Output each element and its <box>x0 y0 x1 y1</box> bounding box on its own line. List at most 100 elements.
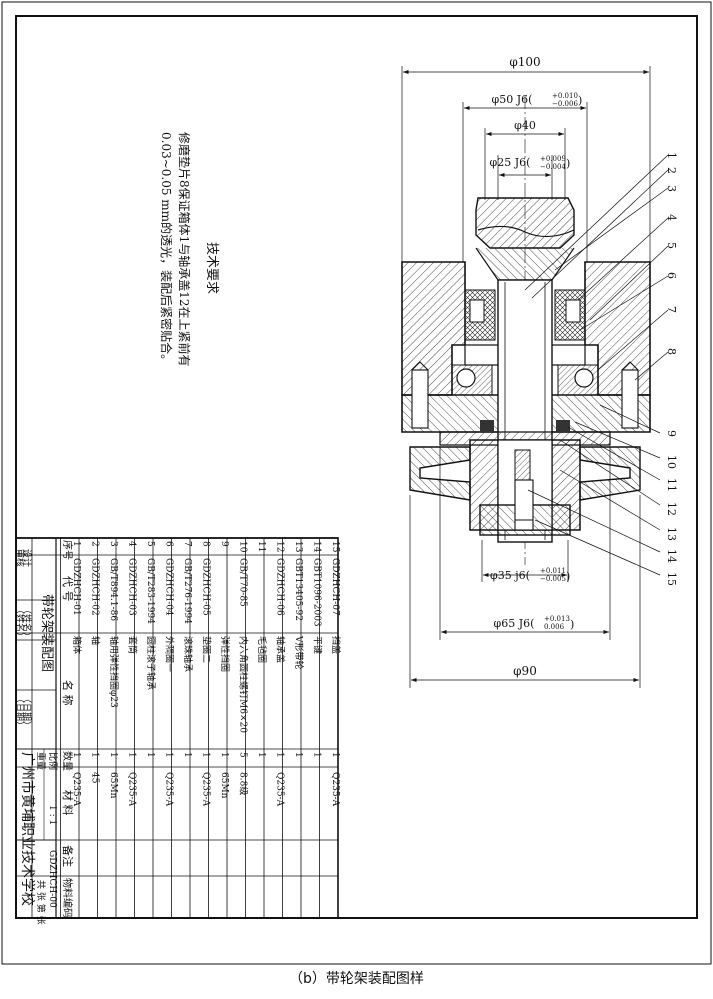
bom-cell-name: V形带轮 <box>293 635 305 670</box>
bom-cell-qty: 1 <box>256 752 266 758</box>
balloon-8: 8 <box>665 348 678 355</box>
bom-cell-code: GB/T894.1-86 <box>108 558 118 621</box>
bom-rows: 15GDZHCH-07挡盖1Q235-A14GBT1096-2003平键113G… <box>71 541 342 807</box>
balloon-15: 15 <box>665 572 678 586</box>
bom-cell-seq: 3 <box>108 541 118 547</box>
bom-header: 序号 代 号 名 称 数量 材 料 备注 <box>61 540 75 867</box>
bom-cell-material: 65Mn <box>219 772 229 799</box>
sheet-count: 共 张 第 张 <box>35 880 47 925</box>
dim-d65: φ65 J6( <box>494 617 535 630</box>
svg-text:): ) <box>578 94 582 107</box>
bom-cell-name: 平键 <box>311 636 323 654</box>
scale-label: 比例 <box>47 752 59 770</box>
balloon-14: 14 <box>665 549 678 563</box>
bom-cell-qty: 1 <box>311 752 321 758</box>
bom-cell-qty: 1 <box>145 752 155 758</box>
bom-cell-name: 挡盖 <box>330 636 342 654</box>
bom-cell-material: Q235-A <box>274 772 284 807</box>
bom-cell-seq: 5 <box>145 541 155 547</box>
bom-cell-name: 弹性挡圈 <box>219 636 231 672</box>
balloon-4: 4 <box>665 214 678 221</box>
bom-header-note: 备注 <box>61 845 75 867</box>
bom-cell-code: GBT13405-92 <box>293 558 303 621</box>
svg-text:): ) <box>566 157 570 170</box>
designer-label: 设计 <box>21 549 33 567</box>
dim-d65-lower: 0.006 <box>544 623 565 631</box>
checker-name: （姓名） <box>14 605 26 641</box>
svg-text:): ) <box>566 570 570 583</box>
bom-cell-qty: 1 <box>219 752 229 758</box>
bom-cell-code: GDZHCH-04 <box>163 558 173 616</box>
bom-header-name: 名 称 <box>61 680 75 706</box>
bom-cell-material: Q235-A <box>330 772 340 807</box>
bom-cell-code: GDZHCH-07 <box>330 558 340 616</box>
dim-d25-upper: +0.009 <box>540 155 566 163</box>
scale-value: 1 : 1 <box>47 805 57 825</box>
bom-table <box>15 537 339 919</box>
dim-d35-upper: +0.011 <box>540 567 566 575</box>
bom-cell-qty: 1 <box>293 752 303 758</box>
dim-d25-lower: −0.004 <box>540 163 566 171</box>
checker-label: 审核 <box>14 549 26 567</box>
bom-cell-code: GB/T283-1994 <box>145 558 155 624</box>
bom-cell-qty: 1 <box>330 752 340 758</box>
bom-cell-name: 轴用弹性挡圈φ23 <box>108 636 120 708</box>
bom-cell-seq: 2 <box>89 541 99 547</box>
dim-d50-upper: +0.010 <box>552 92 578 100</box>
balloon-13: 13 <box>665 527 678 541</box>
balloon-12: 12 <box>665 502 678 516</box>
bom-cell-qty: 1 <box>71 752 81 758</box>
balloon-2: 2 <box>665 167 678 174</box>
bom-cell-name: 轴 <box>89 636 101 645</box>
bom-header-code: 代 号 <box>61 576 74 602</box>
bom-cell-material: 65Mn <box>108 772 118 799</box>
balloon-1: 1 <box>665 152 678 159</box>
bom-cell-code: GBT1096-2003 <box>311 558 321 627</box>
bom-cell-name: 箱体 <box>71 636 83 654</box>
bom-cell-material: 45 <box>89 772 99 784</box>
tech-req-line2: 0.03~0.05 mm的透光，装配后紧密贴合。 <box>159 132 174 366</box>
bom-cell-seq: 10 <box>237 541 247 553</box>
figure-caption: （b）带轮架装配图样 <box>289 971 424 987</box>
balloon-10: 10 <box>665 455 678 469</box>
bom-cell-code: GDZHCH-01 <box>71 558 81 616</box>
dim-d50: φ50 J6( <box>492 93 533 106</box>
bom-cell-name: 内六角圆柱螺钉M6×20 <box>237 636 249 733</box>
inner-border <box>15 15 698 919</box>
school-name: 广州市黄埔职业技术学校 <box>19 752 36 906</box>
balloon-7: 7 <box>665 306 678 313</box>
bom-cell-code: GDZHCH-02 <box>89 558 99 616</box>
technical-requirements: 技术要求 修磨垫片8保证箱体1与轴承盖12在上紧前有 0.03~0.05 mm的… <box>159 132 219 367</box>
bom-cell-qty: 5 <box>237 752 247 758</box>
bom-cell-seq: 4 <box>126 541 136 547</box>
bom-cell-qty: 1 <box>163 752 173 758</box>
bom-cell-seq: 15 <box>330 541 340 553</box>
bom-header-material: 材 料 <box>61 790 75 816</box>
bom-cell-qty: 1 <box>182 752 192 758</box>
drawing-view <box>401 66 669 688</box>
dim-d90: φ90 <box>513 664 537 678</box>
bom-cell-seq: 8 <box>200 541 210 547</box>
bom-cell-code: GB/T70-85 <box>237 558 247 607</box>
tech-req-title: 技术要求 <box>204 242 219 294</box>
bom-cell-seq: 9 <box>219 541 229 547</box>
bom-cell-name: 垫圈二 <box>200 636 212 663</box>
bom-cell-qty: 1 <box>126 752 136 758</box>
checker-date: （日期） <box>14 694 25 730</box>
balloon-9: 9 <box>665 430 678 437</box>
bom-cell-material: 8.8级 <box>237 772 249 795</box>
designer-name: （姓名） <box>21 605 33 641</box>
title-block: 带轮架装配图 设计 审核 （姓名） （姓名） （日期） （日期） 比例 重量 1… <box>14 549 74 925</box>
bom-cell-code: GDZHCH-03 <box>126 558 136 616</box>
bom-header-qty: 数量 <box>61 751 74 771</box>
bom-cell-material: Q235-A <box>200 772 210 807</box>
bom-cell-name: 套筒 <box>126 636 138 654</box>
balloon-6: 6 <box>665 272 678 279</box>
bom-cell-qty: 1 <box>274 752 284 758</box>
dim-d100: φ100 <box>509 55 540 69</box>
bom-cell-code: GB/T276-1994 <box>182 558 192 624</box>
bom-cell-seq: 14 <box>311 541 321 553</box>
bom-cell-material: Q235-A <box>126 772 136 807</box>
balloon-11: 11 <box>665 478 678 492</box>
